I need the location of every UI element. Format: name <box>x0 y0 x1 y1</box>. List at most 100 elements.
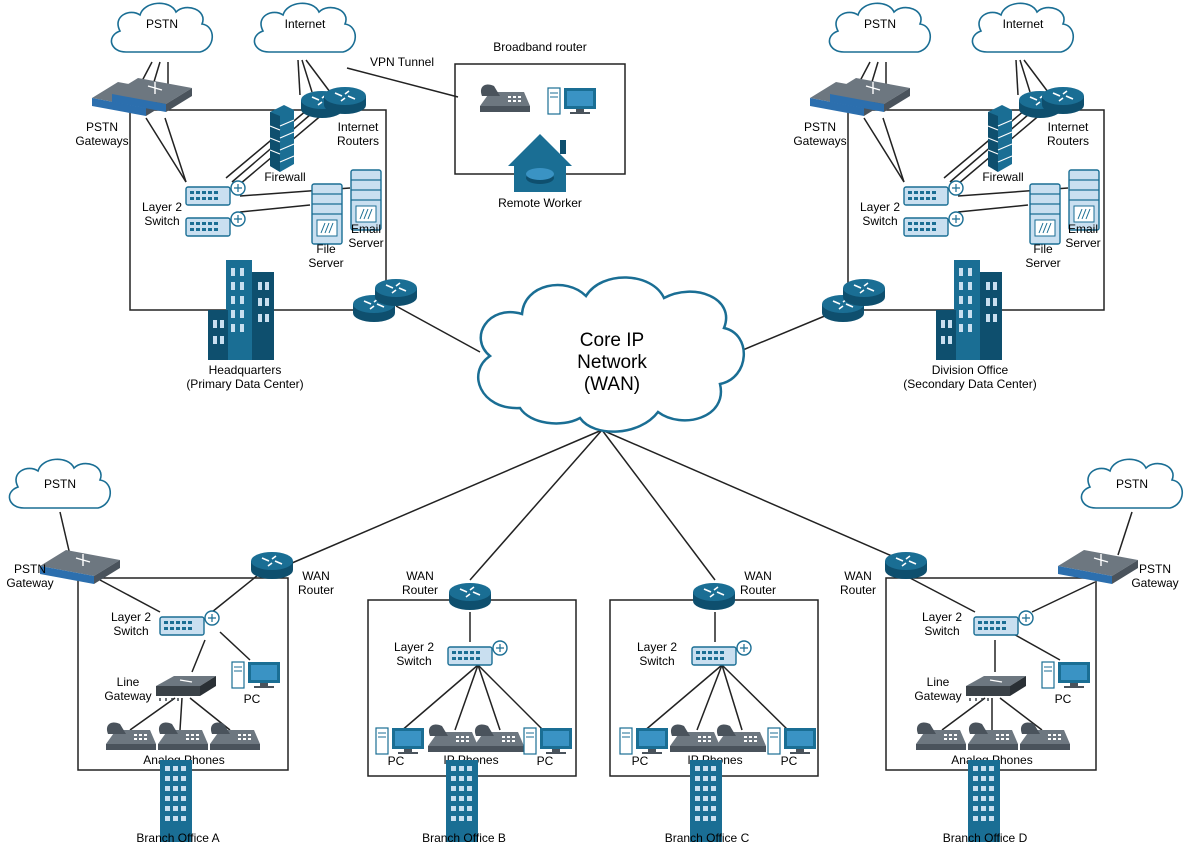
hq-file-server-label-1: File <box>316 242 336 256</box>
building-icon <box>936 260 1002 360</box>
phone-icon <box>670 724 720 752</box>
phone-icon <box>1020 722 1070 750</box>
div-internet-label: Internet <box>1003 17 1044 31</box>
pc-icon <box>375 727 425 755</box>
phone-icon <box>916 722 966 750</box>
hq-caption-2: (Primary Data Center) <box>186 377 303 391</box>
switch-icon <box>903 180 964 206</box>
branch-office-c: WAN Router Layer 2 Switch PC IP Phones P… <box>619 569 817 845</box>
pc-icon <box>231 661 281 689</box>
a-caption: Branch Office A <box>136 831 219 845</box>
d-pstn-label: PSTN <box>1116 477 1148 491</box>
hq-email-server-label-1: Email <box>351 222 381 236</box>
c-pc-left-label: PC <box>632 754 649 768</box>
line-gateway-icon <box>965 675 1027 702</box>
router-icon <box>448 582 492 611</box>
vpn-tunnel-label: VPN Tunnel <box>370 55 434 69</box>
building-icon <box>160 760 192 842</box>
b-router-label-2: Router <box>402 583 438 597</box>
hq-caption-1: Headquarters <box>209 363 282 377</box>
hq-gateways-label-2: Gateways <box>75 134 128 148</box>
div-gateways-label-1: PSTN <box>804 120 836 134</box>
switch-icon <box>691 640 752 666</box>
router-icon <box>323 86 367 115</box>
server-icon <box>1029 183 1061 245</box>
remote-title: Broadband router <box>493 40 586 54</box>
phone-icon <box>968 722 1018 750</box>
div-routers-label-2: Routers <box>1047 134 1089 148</box>
div-email-server-label-2: Server <box>1065 236 1100 250</box>
hq-email-server-label-2: Server <box>348 236 383 250</box>
router-icon <box>692 582 736 611</box>
d-switch-label-1: Layer 2 <box>922 610 962 624</box>
headquarters-site: PSTN Internet PSTN Gateways Internet Rou… <box>75 2 418 391</box>
division-office-site: PSTN Internet PSTN Gateways Internet Rou… <box>793 2 1101 391</box>
c-switch-label-2: Switch <box>639 654 674 668</box>
a-pstn-label: PSTN <box>44 477 76 491</box>
core-label-line3: (WAN) <box>584 374 640 395</box>
div-email-server-label-1: Email <box>1068 222 1098 236</box>
firewall-icon <box>269 104 295 173</box>
building-icon <box>208 260 274 360</box>
d-gateway-label-2: Gateway <box>1131 576 1178 590</box>
d-line-gateway-label-2: Gateway <box>914 689 961 703</box>
d-gateway-label-1: PSTN <box>1139 562 1171 576</box>
server-icon <box>350 169 382 231</box>
hq-switch-label-1: Layer 2 <box>142 200 182 214</box>
a-gateway-label-2: Gateway <box>6 576 53 590</box>
pc-icon <box>619 727 669 755</box>
firewall-icon <box>987 104 1013 173</box>
branch-office-a: PSTN PSTN Gateway WAN Router Layer 2 Swi… <box>6 458 334 845</box>
div-pstn-label: PSTN <box>864 17 896 31</box>
router-icon <box>884 551 928 580</box>
pc-icon <box>767 727 817 755</box>
b-router-label-1: WAN <box>406 569 434 583</box>
a-router-label-1: WAN <box>302 569 330 583</box>
d-caption: Branch Office D <box>943 831 1028 845</box>
hq-pstn-label: PSTN <box>146 17 178 31</box>
div-routers-label-1: Internet <box>1048 120 1089 134</box>
div-file-server-label-2: Server <box>1025 256 1060 270</box>
d-line-gateway-label-1: Line <box>927 675 950 689</box>
phone-icon <box>210 722 260 750</box>
pc-icon <box>547 87 597 115</box>
hq-routers-label-2: Routers <box>337 134 379 148</box>
c-pc-right-label: PC <box>781 754 798 768</box>
a-switch-label-1: Layer 2 <box>111 610 151 624</box>
hq-routers-label-1: Internet <box>338 120 379 134</box>
phone-icon <box>158 722 208 750</box>
building-icon <box>968 760 1000 842</box>
switch-icon <box>903 211 964 237</box>
hq-internet-label: Internet <box>285 17 326 31</box>
a-gateway-label-1: PSTN <box>14 562 46 576</box>
core-label-line2: Network <box>577 352 647 373</box>
b-pc-left-label: PC <box>388 754 405 768</box>
div-caption-1: Division Office <box>932 363 1009 377</box>
switch-icon <box>159 610 220 636</box>
core-ip-network-cloud: Core IP Network (WAN) <box>477 276 746 433</box>
hq-file-server-label-2: Server <box>308 256 343 270</box>
router-icon <box>250 551 294 580</box>
router-icon <box>1041 86 1085 115</box>
hq-gateways-label-1: PSTN <box>86 120 118 134</box>
phone-icon <box>480 84 530 112</box>
div-gateways-label-2: Gateways <box>793 134 846 148</box>
router-icon <box>374 278 418 307</box>
branch-office-d: PSTN PSTN Gateway WAN Router Layer 2 Swi… <box>840 458 1184 845</box>
core-label-line1: Core IP <box>580 330 644 351</box>
a-line-gateway-label-2: Gateway <box>104 689 151 703</box>
div-file-server-label-1: File <box>1033 242 1053 256</box>
b-pc-right-label: PC <box>537 754 554 768</box>
pc-icon <box>523 727 573 755</box>
div-firewall-label: Firewall <box>982 170 1023 184</box>
c-router-label-2: Router <box>740 583 776 597</box>
switch-icon <box>447 640 508 666</box>
d-pc-label: PC <box>1055 692 1072 706</box>
router-icon <box>842 278 886 307</box>
pstn-gateway-icon <box>1057 549 1139 585</box>
d-router-label-2: Router <box>840 583 876 597</box>
a-router-label-2: Router <box>298 583 334 597</box>
d-router-label-1: WAN <box>844 569 872 583</box>
switch-icon <box>973 610 1034 636</box>
